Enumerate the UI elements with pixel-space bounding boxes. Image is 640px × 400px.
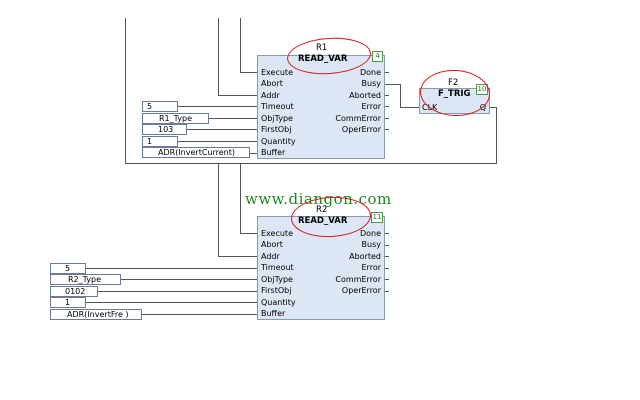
wire [218,95,258,96]
block-type-name: READ_VAR [298,54,348,64]
input-pin-clk[interactable]: CLK [422,103,438,112]
wire [249,153,258,154]
input-pin-objtype[interactable]: ObjType [261,275,293,284]
wire [240,233,258,234]
block-instance-name: R2 [316,205,328,215]
wire [186,129,258,130]
wire [384,95,389,96]
const-input[interactable]: ADR(InvertCurrent) [142,147,250,158]
wire [97,291,258,292]
wire [384,233,389,234]
wire [384,106,389,107]
output-pin-busy[interactable]: Busy [361,79,381,88]
execution-order-badge: 11 [371,212,383,223]
input-pin-addr[interactable]: Addr [261,252,280,261]
output-pin-aborted[interactable]: Aborted [349,91,381,100]
wire [384,245,389,246]
wire [384,268,389,269]
input-pin-execute[interactable]: Execute [261,68,293,77]
wire [240,163,241,234]
output-pin-error[interactable]: Error [361,263,382,272]
wire [240,18,241,73]
const-input[interactable]: 1 [50,297,86,308]
output-pin-done[interactable]: Done [359,68,381,77]
wire [218,256,258,257]
wire [208,118,258,119]
block-r1-read-var[interactable]: 4 Execute Abort Addr Timeout ObjType Fir… [257,51,385,159]
output-pin-opererror[interactable]: OperError [341,286,381,295]
output-pin-q[interactable]: Q [479,103,486,112]
wire [384,129,389,130]
const-input[interactable]: R2_Type [50,274,121,285]
wire [384,72,389,73]
wire [218,163,219,257]
wire [218,18,219,96]
const-input[interactable]: 103 [142,124,187,135]
input-pin-timeout[interactable]: Timeout [261,102,294,111]
block-type-name: READ_VAR [298,216,348,226]
block-f2-f-trig[interactable]: 10 CLK Q [419,84,490,114]
const-input[interactable]: 0102 [50,286,98,297]
block-instance-name: R1 [316,43,328,53]
const-input[interactable]: 5 [142,101,178,112]
wire [384,84,401,85]
wire [240,72,258,73]
wire [384,118,389,119]
wire [85,302,258,303]
execution-order-badge: 10 [476,84,488,95]
const-input[interactable]: ADR(InvertFre ) [50,309,142,320]
watermark: www.diangon.com [245,190,392,208]
input-pin-timeout[interactable]: Timeout [261,263,294,272]
input-pin-addr[interactable]: Addr [261,91,280,100]
const-input[interactable]: 5 [50,263,86,274]
output-pin-done[interactable]: Done [359,229,381,238]
output-pin-commerror[interactable]: CommError [335,275,381,284]
input-pin-buffer[interactable]: Buffer [261,148,286,157]
input-pin-execute[interactable]: Execute [261,229,293,238]
block-instance-name: F2 [448,78,459,88]
wire [85,268,258,269]
wire [177,106,258,107]
wire [177,141,258,142]
input-pin-objtype[interactable]: ObjType [261,114,293,123]
block-r2-read-var[interactable]: 11 Execute Abort Addr Timeout ObjType Fi… [257,212,385,320]
output-pin-busy[interactable]: Busy [361,240,381,249]
output-pin-commerror[interactable]: CommError [335,114,381,123]
input-pin-firstobj[interactable]: FirstObj [261,125,292,134]
wire [125,163,497,164]
input-pin-quantity[interactable]: Quantity [261,298,296,307]
wire [125,18,126,164]
input-pin-buffer[interactable]: Buffer [261,309,286,318]
output-pin-error[interactable]: Error [361,102,382,111]
wire [496,107,497,164]
wire [400,107,420,108]
const-input[interactable]: 1 [142,136,178,147]
input-pin-firstobj[interactable]: FirstObj [261,286,292,295]
wire [120,279,258,280]
wire [141,314,258,315]
const-input[interactable]: R1_Type [142,113,209,124]
wire [400,84,401,108]
output-pin-aborted[interactable]: Aborted [349,252,381,261]
execution-order-badge: 4 [372,51,383,62]
block-type-name: F_TRIG [438,89,471,99]
wire [489,107,497,108]
output-pin-opererror[interactable]: OperError [341,125,381,134]
wire [384,256,389,257]
input-pin-quantity[interactable]: Quantity [261,137,296,146]
wire [384,291,389,292]
input-pin-abort[interactable]: Abort [261,79,283,88]
input-pin-abort[interactable]: Abort [261,240,283,249]
wire [384,279,389,280]
